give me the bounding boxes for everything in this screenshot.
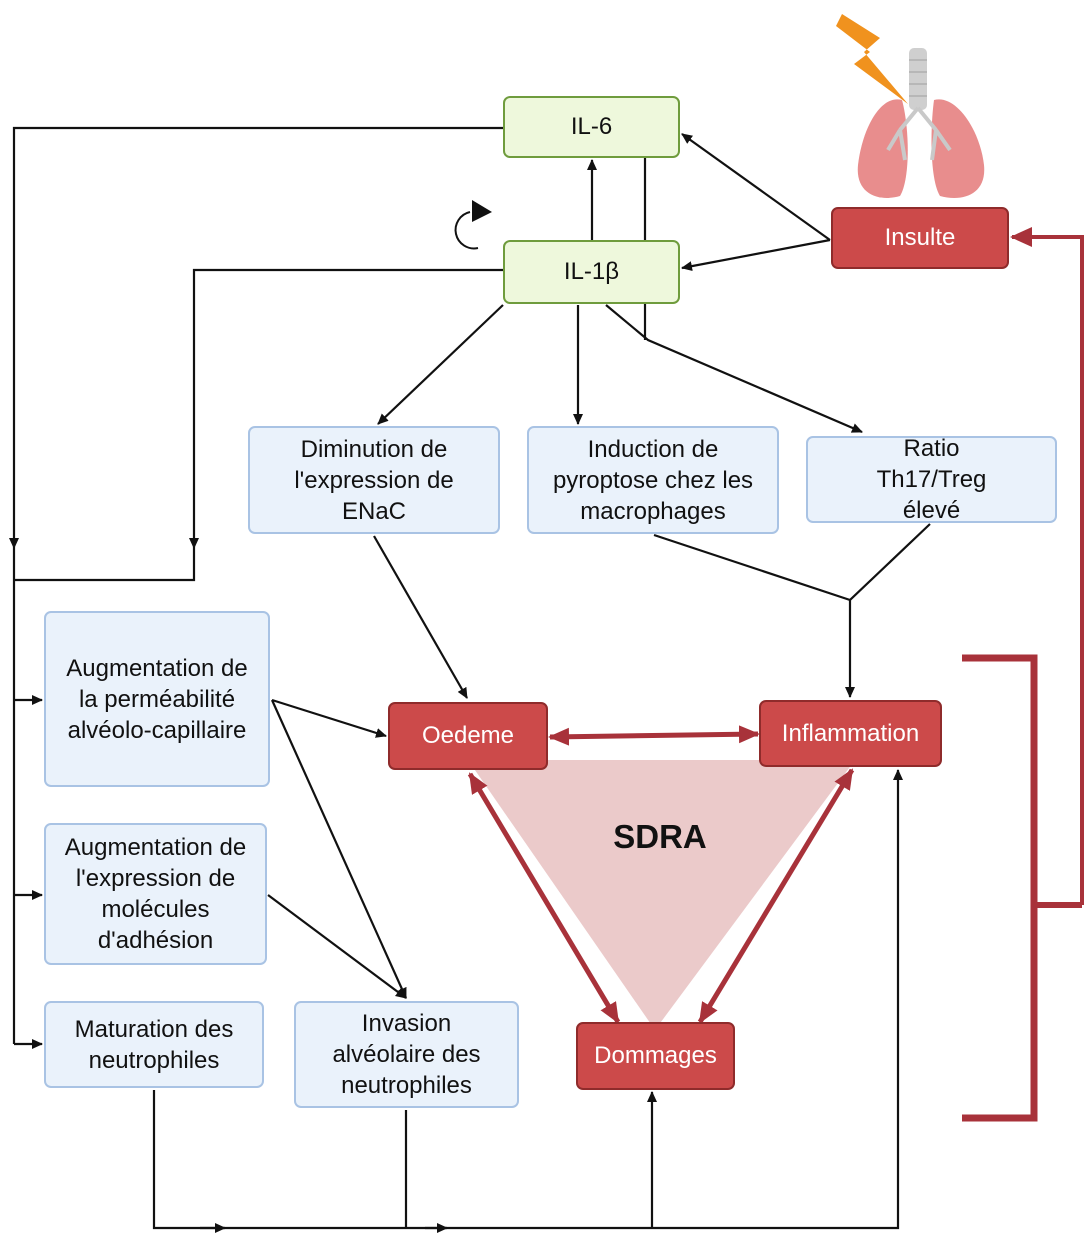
node-adhesion-label: Augmentation de l'expression de molécule… [64, 834, 247, 954]
node-enac-label: Diminution de l'expression de ENaC [294, 435, 454, 525]
edge-insulte-il1b [681, 238, 831, 272]
edge-permeabilite-oedeme [271, 698, 387, 738]
node-adhesion: Augmentation de l'expression de molécule… [44, 823, 267, 965]
node-oedeme: Oedeme [388, 702, 548, 770]
cycle-arrow-icon [454, 200, 492, 250]
edge-il1b-enac [377, 304, 504, 425]
node-il1b: IL-1β [503, 240, 680, 304]
node-dommages-label: Dommages [594, 1042, 717, 1069]
node-invasion-label: Invasion alvéolaire des neutrophiles [332, 1010, 481, 1099]
edge-inflammation-dommages [697, 768, 855, 1024]
node-il1b-label: IL-1β [563, 258, 620, 285]
node-pyroptose-label: Induction de pyroptose chez les macropha… [552, 435, 754, 525]
lungs-icon [857, 48, 985, 198]
node-permeabilite: Augmentation de la perméabilité alvéolo-… [44, 611, 270, 787]
lightning-icon [836, 14, 908, 104]
edge-oedeme-inflammation [548, 725, 760, 746]
edge-pyroptose-inflammation [653, 533, 851, 602]
bottom-bus [152, 769, 903, 1230]
edge-adhesion-invasion [267, 894, 407, 999]
edge-il6-left-bus [9, 126, 503, 549]
node-dommages: Dommages [576, 1022, 735, 1090]
feedback-bracket [962, 654, 1038, 1122]
node-il6: IL-6 [503, 96, 680, 158]
node-permeabilite-label: Augmentation de la perméabilité alvéolo-… [66, 654, 248, 744]
edge-insulte-il6 [681, 133, 831, 241]
node-insulte-label: Insulte [884, 224, 956, 251]
sdra-triangle [468, 760, 855, 1030]
node-inflammation: Inflammation [759, 700, 942, 767]
node-il6-label: IL-6 [570, 113, 613, 140]
node-th17-label: Ratio Th17/Treg élevé [876, 435, 987, 524]
edge-oedeme-dommages [467, 772, 621, 1024]
edge-th17-inflammation [845, 523, 931, 698]
node-oedeme-label: Oedeme [421, 722, 515, 749]
feedback-loop-line [1010, 227, 1084, 905]
node-invasion: Invasion alvéolaire des neutrophiles [294, 1001, 519, 1108]
node-enac: Diminution de l'expression de ENaC [248, 426, 500, 534]
node-inflammation-label: Inflammation [781, 719, 920, 747]
node-maturation: Maturation des neutrophiles [44, 1001, 264, 1088]
node-pyroptose: Induction de pyroptose chez les macropha… [527, 426, 779, 534]
edge-permeabilite-invasion [270, 699, 408, 999]
edge-enac-oedeme [373, 535, 468, 699]
left-bus-join [14, 548, 196, 582]
node-maturation-label: Maturation des neutrophiles [74, 1015, 234, 1074]
node-insulte: Insulte [831, 207, 1009, 269]
edge-il1b-left-bus [189, 268, 503, 549]
sdra-label: SDRA [613, 818, 707, 855]
edge-il1b-th17 [605, 304, 863, 434]
node-th17: Ratio Th17/Treg élevé [806, 435, 1057, 524]
